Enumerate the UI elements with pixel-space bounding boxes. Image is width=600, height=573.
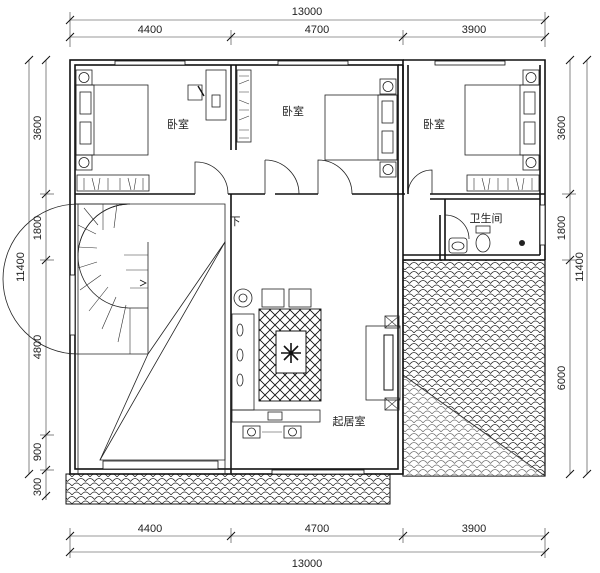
bottom-dimension-1: 4400 bbox=[138, 523, 162, 535]
tv-cabinet bbox=[365, 315, 401, 411]
top-dimensions: 13000 4400 4700 3900 bbox=[65, 6, 550, 47]
bedroom-right-label: 卧室 bbox=[423, 117, 445, 131]
bottom-dimension-2: 4700 bbox=[305, 523, 329, 535]
left-dimension-3: 4800 bbox=[32, 335, 44, 359]
bottom-total-dimension: 13000 bbox=[292, 558, 323, 570]
windows bbox=[69, 60, 546, 475]
right-dimension-2: 1800 bbox=[556, 216, 568, 240]
living-furniture bbox=[231, 288, 322, 439]
roof-eave-bottom bbox=[65, 473, 391, 505]
top-dimension-1: 4400 bbox=[138, 24, 162, 36]
left-dimensions: 11400 3600 1800 4800 900 300 bbox=[15, 55, 54, 501]
right-total-dimension: 11400 bbox=[574, 252, 586, 282]
wardrobe-right bbox=[466, 174, 540, 192]
right-dimensions: 3600 1800 6000 11400 bbox=[556, 55, 592, 479]
top-total-dimension: 13000 bbox=[292, 6, 323, 18]
room-labels: 卧室 卧室 卧室 卫生间 起居室 下 bbox=[167, 104, 503, 428]
bathroom-fixtures bbox=[448, 225, 525, 254]
wardrobe-center bbox=[236, 69, 252, 143]
right-dimension-1: 3600 bbox=[556, 116, 568, 140]
roof-terrace-right bbox=[402, 259, 546, 477]
bed-center bbox=[324, 78, 398, 178]
left-dimension-4: 900 bbox=[32, 443, 44, 461]
left-total-dimension: 11400 bbox=[15, 252, 27, 282]
stair-down-label: 下 bbox=[230, 215, 241, 228]
left-dimension-5: 300 bbox=[32, 478, 44, 496]
living-room-label: 起居室 bbox=[333, 414, 366, 428]
bottom-dimensions: 4400 4700 3900 13000 bbox=[65, 523, 550, 570]
left-dimension-1: 3600 bbox=[32, 116, 44, 140]
doors bbox=[194, 159, 470, 474]
desk-left bbox=[187, 69, 227, 121]
bed-left bbox=[75, 69, 149, 171]
spiral-stair bbox=[2, 203, 149, 355]
wardrobe-left bbox=[76, 174, 150, 192]
top-dimension-2: 4700 bbox=[305, 24, 329, 36]
bed-right bbox=[464, 69, 541, 171]
bathroom-label: 卫生间 bbox=[470, 211, 503, 225]
bedroom-center-label: 卧室 bbox=[282, 104, 304, 118]
stair-void bbox=[99, 240, 226, 461]
top-dimension-3: 3900 bbox=[462, 24, 486, 36]
bottom-dimension-3: 3900 bbox=[462, 523, 486, 535]
left-dimension-2: 1800 bbox=[32, 216, 44, 240]
bedroom-left-label: 卧室 bbox=[167, 117, 189, 131]
right-dimension-3: 6000 bbox=[556, 366, 568, 390]
